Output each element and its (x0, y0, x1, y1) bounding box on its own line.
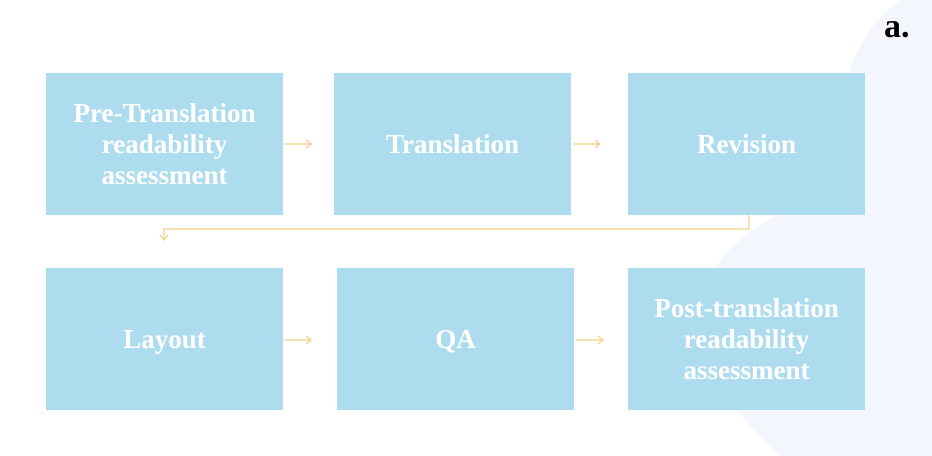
step-pre-translation-readability-assessment: Pre-Translation readability assessment (46, 73, 283, 215)
step-qa: QA (337, 268, 574, 410)
step-label: QA (435, 323, 476, 354)
step-translation: Translation (334, 73, 571, 215)
step-post-translation-readability-assessment: Post-translation readability assessment (628, 268, 865, 410)
step-label: Layout (123, 323, 206, 354)
step-layout: Layout (46, 268, 283, 410)
step-label: Translation (385, 128, 520, 159)
step-label: Revision (696, 128, 796, 159)
step-label: Pre-Translation readability assessment (73, 97, 256, 190)
step-label: Post-translation readability assessment (654, 292, 839, 385)
step-revision: Revision (628, 73, 865, 215)
panel-label: a. (884, 8, 910, 45)
